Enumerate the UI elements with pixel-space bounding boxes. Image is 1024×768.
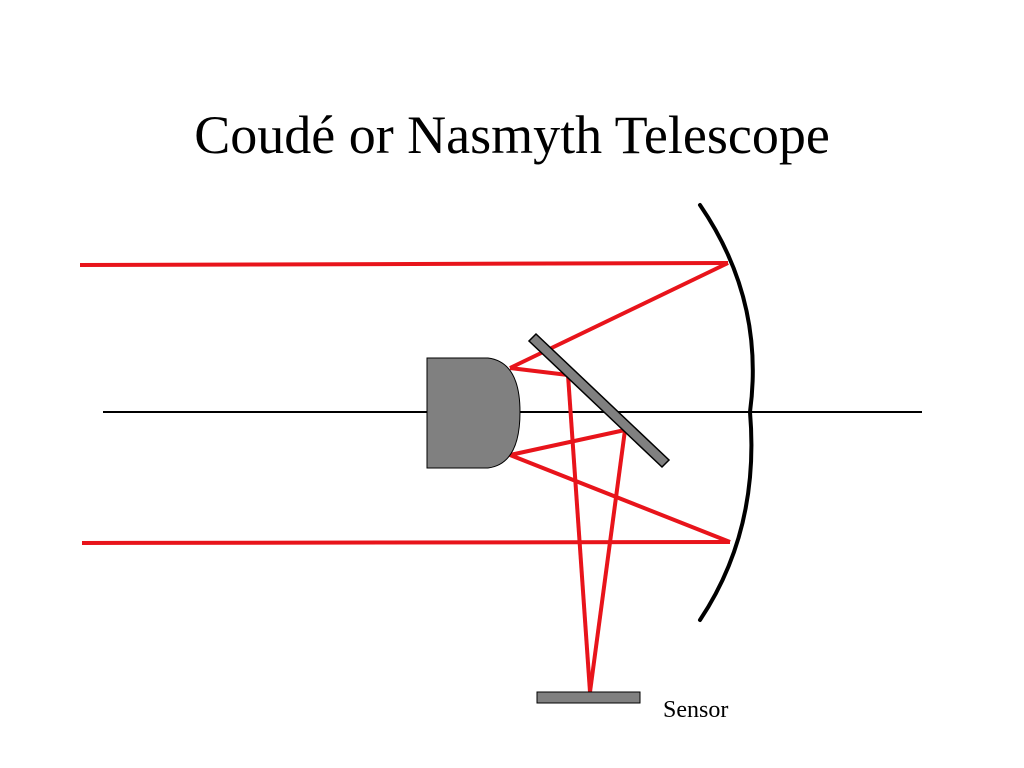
secondary-mirror [426,357,521,469]
secondary-to-flat-ray-bottom [509,428,626,457]
primary-to-secondary-ray-bottom [509,453,731,544]
flat-mirror [527,332,671,469]
flat-to-sensor-ray-left [566,374,592,693]
flat-to-sensor-ray-right [588,429,627,693]
sensor [536,691,641,704]
primary-mirror [698,203,755,622]
secondary-to-flat-ray-top [509,366,569,377]
page-title: Coudé or Nasmyth Telescope [194,105,830,165]
incoming-ray-top [79,261,729,267]
incoming-ray-bottom [81,540,731,545]
sensor-label: Sensor [663,697,728,723]
